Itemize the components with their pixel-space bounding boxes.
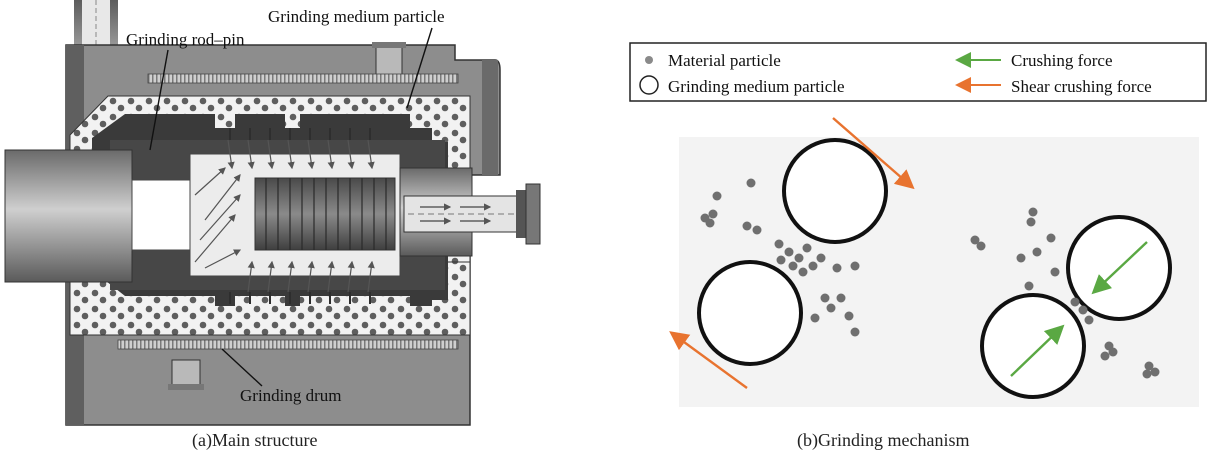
- material-particle: [833, 264, 842, 273]
- material-particle: [713, 192, 722, 201]
- material-particle: [795, 254, 804, 263]
- legend-shear-force-label: Shear crushing force: [1011, 77, 1152, 96]
- material-particle: [851, 328, 860, 337]
- outlet-tube: [400, 168, 540, 256]
- material-particle: [799, 268, 808, 277]
- material-particle: [743, 222, 752, 231]
- material-particle: [775, 240, 784, 249]
- bottom-port: [168, 360, 204, 390]
- material-particle: [709, 210, 718, 219]
- grinding-medium-particle: [784, 140, 886, 242]
- material-particle: [837, 294, 846, 303]
- material-particle: [1017, 254, 1026, 263]
- legend-material-particle-label: Material particle: [668, 51, 781, 70]
- legend-material-particle-marker: [645, 56, 653, 64]
- grinding-mechanism-diagram: Material particle Grinding medium partic…: [609, 0, 1209, 453]
- caption-main-structure: (a)Main structure: [192, 430, 317, 451]
- label-grinding-rod-pin: Grinding rod–pin: [126, 30, 245, 49]
- grinding-medium-particle: [982, 295, 1084, 397]
- material-particle: [851, 262, 860, 271]
- material-particle: [1025, 282, 1034, 291]
- material-particle: [1033, 248, 1042, 257]
- material-particle: [1085, 316, 1094, 325]
- label-grinding-drum: Grinding drum: [240, 386, 342, 405]
- material-particle: [845, 312, 854, 321]
- material-particle: [977, 242, 986, 251]
- material-particle: [803, 244, 812, 253]
- legend-grinding-medium-label: Grinding medium particle: [668, 77, 845, 96]
- main-structure-diagram: Grinding medium particle Grinding rod–pi…: [0, 0, 600, 453]
- material-particle: [1047, 234, 1056, 243]
- material-particle: [1101, 352, 1110, 361]
- material-particle: [1051, 268, 1060, 277]
- material-particle: [809, 262, 818, 271]
- legend: Material particle Grinding medium partic…: [630, 43, 1206, 101]
- material-particle: [1145, 362, 1154, 371]
- material-particle: [777, 256, 786, 265]
- caption-grinding-mechanism: (b)Grinding mechanism: [797, 430, 969, 451]
- material-particle: [817, 254, 826, 263]
- material-particle: [1027, 218, 1036, 227]
- bottom-jacket: [118, 340, 458, 349]
- grinding-medium-particle: [699, 262, 801, 364]
- material-particle: [821, 294, 830, 303]
- label-grinding-medium-particle: Grinding medium particle: [268, 7, 445, 26]
- top-jacket: [148, 74, 458, 83]
- material-particle: [785, 248, 794, 257]
- material-particle: [747, 179, 756, 188]
- material-particle: [1143, 370, 1152, 379]
- material-particle: [811, 314, 820, 323]
- material-particle: [1071, 298, 1080, 307]
- legend-crushing-force-label: Crushing force: [1011, 51, 1113, 70]
- material-particle: [1109, 348, 1118, 357]
- material-particle: [827, 304, 836, 313]
- material-particle: [1029, 208, 1038, 217]
- material-particle: [706, 219, 715, 228]
- material-particle: [753, 226, 762, 235]
- classifier-rotor: [255, 178, 395, 250]
- material-particle: [1079, 306, 1088, 315]
- material-particle: [789, 262, 798, 271]
